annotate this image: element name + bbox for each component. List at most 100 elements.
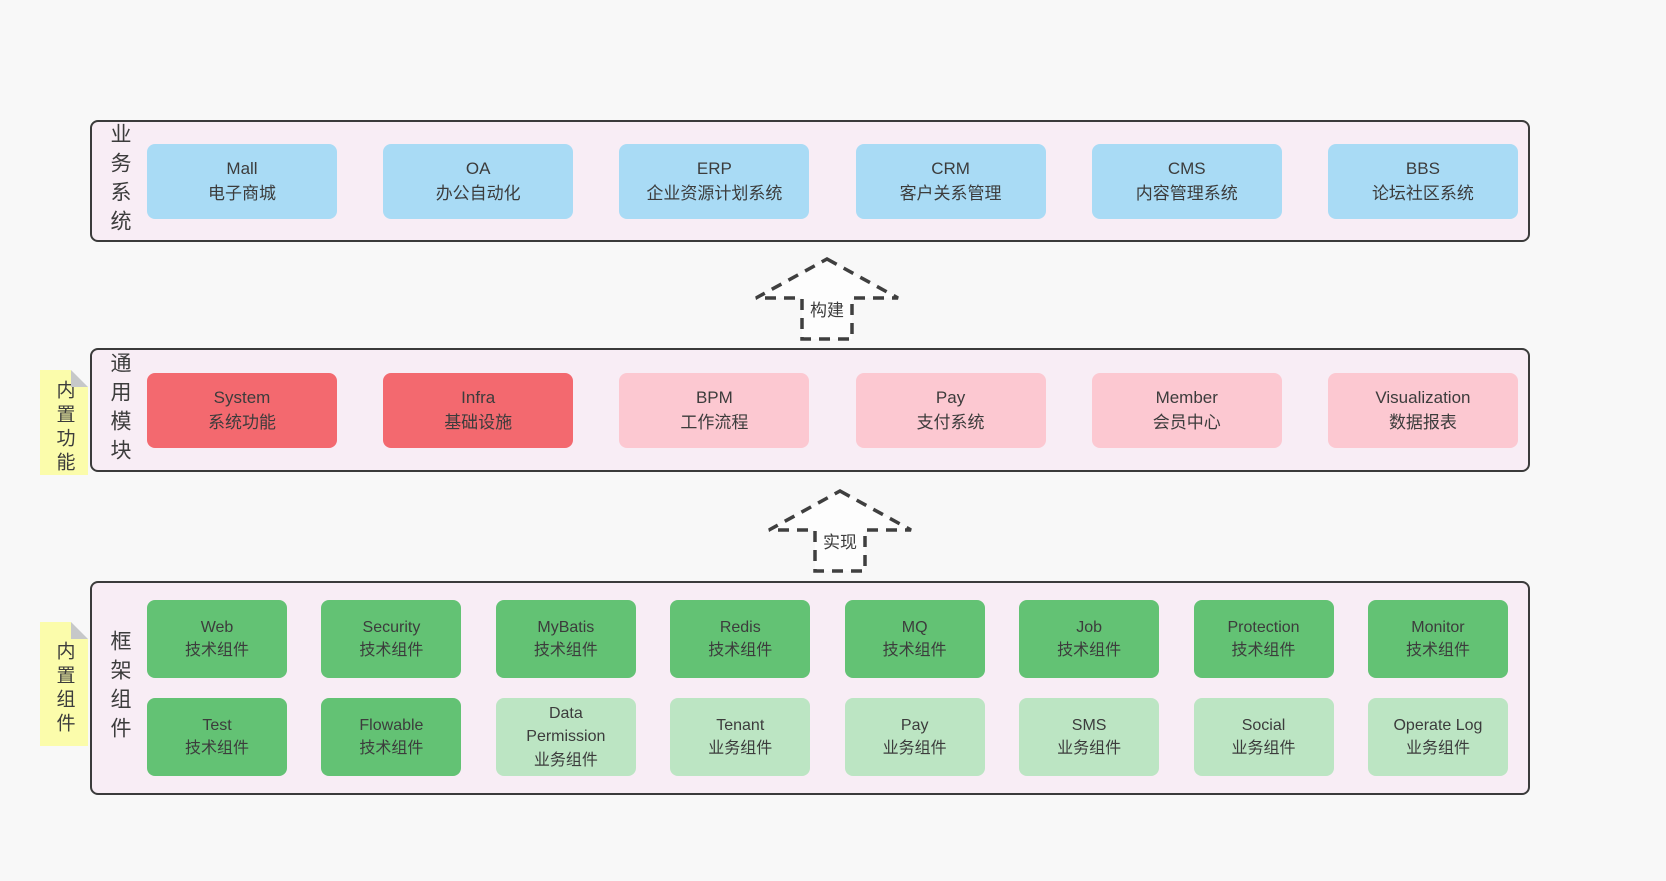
box-member: Member 会员中心 xyxy=(1091,372,1282,448)
box-crm-name: CRM xyxy=(931,158,970,178)
box-flowable-name: Flowable xyxy=(359,716,424,734)
box-oa-desc: 办公自动化 xyxy=(435,184,521,203)
box-data-permission: Data Permission 业务组件 xyxy=(495,698,636,776)
box-bpm: BPM 工作流程 xyxy=(619,372,810,448)
box-visualization: Visualization 数据报表 xyxy=(1327,372,1518,448)
box-tenant: Tenant 业务组件 xyxy=(670,698,811,776)
box-flowable: Flowable 技术组件 xyxy=(321,698,462,776)
box-protection-desc: 技术组件 xyxy=(1231,642,1296,659)
box-test: Test 技术组件 xyxy=(147,698,287,776)
layer-business-label: 业务系统 xyxy=(108,123,131,239)
box-bbs-name: BBS xyxy=(1405,158,1440,178)
modules-boxes-row: System 系统功能 Infra 基础设施 BPM 工作流程 Pay 支付系统… xyxy=(147,350,1518,470)
box-protection: Protection 技术组件 xyxy=(1193,600,1334,678)
box-job-desc: 技术组件 xyxy=(1057,642,1122,659)
box-pay-module: Pay 支付系统 xyxy=(855,372,1046,448)
box-job-name: Job xyxy=(1076,618,1102,636)
box-system-name: System xyxy=(213,387,271,407)
box-monitor-name: Monitor xyxy=(1411,618,1465,636)
box-erp: ERP 企业资源计划系统 xyxy=(619,143,810,219)
business-boxes-row: Mall 电子商城 OA 办公自动化 ERP 企业资源计划系统 CRM 客户关系… xyxy=(147,122,1518,240)
box-security: Security 技术组件 xyxy=(321,600,462,678)
box-member-desc: 会员中心 xyxy=(1152,413,1221,432)
box-sms-name: SMS xyxy=(1071,716,1107,734)
sticky-note-built-in-components: 内置组件 xyxy=(40,622,88,746)
box-operate-log: Operate Log 业务组件 xyxy=(1367,698,1508,776)
box-web: Web 技术组件 xyxy=(147,600,287,678)
box-member-name: Member xyxy=(1155,387,1218,407)
box-job: Job 技术组件 xyxy=(1019,600,1160,678)
box-social: Social 业务组件 xyxy=(1193,698,1334,776)
box-system: System 系统功能 xyxy=(147,372,337,448)
box-mall-desc: 电子商城 xyxy=(208,184,276,203)
box-mq: MQ 技术组件 xyxy=(844,600,985,678)
box-erp-name: ERP xyxy=(696,158,732,178)
box-redis: Redis 技术组件 xyxy=(670,600,811,678)
layer-components-label: 框架组件 xyxy=(108,630,131,746)
box-bpm-name: BPM xyxy=(695,387,733,407)
arrow-implement-up: 实现 xyxy=(765,488,915,574)
box-sms: SMS 业务组件 xyxy=(1019,698,1160,776)
box-operate-log-name: Operate Log xyxy=(1393,716,1483,734)
sticky-note-built-in-features: 内置功能 xyxy=(40,370,88,476)
box-pay-component: Pay 业务组件 xyxy=(844,698,985,776)
box-test-name: Test xyxy=(202,716,232,734)
box-operate-log-desc: 业务组件 xyxy=(1405,740,1470,757)
box-security-desc: 技术组件 xyxy=(359,642,424,659)
arrow-build-up: 构建 xyxy=(752,256,902,342)
box-tenant-name: Tenant xyxy=(716,716,765,734)
folded-corner-icon xyxy=(71,370,88,387)
box-pay-module-name: Pay xyxy=(935,387,966,407)
box-security-name: Security xyxy=(362,618,421,636)
box-visualization-name: Visualization xyxy=(1375,387,1471,407)
box-visualization-desc: 数据报表 xyxy=(1388,413,1457,432)
box-bpm-desc: 工作流程 xyxy=(680,413,749,432)
box-cms-name: CMS xyxy=(1167,158,1206,178)
components-rows: Web 技术组件 Security 技术组件 MyBatis 技术组件 Redi… xyxy=(147,600,1508,776)
box-mybatis-desc: 技术组件 xyxy=(533,642,598,659)
box-infra-desc: 基础设施 xyxy=(444,413,513,432)
box-bbs-desc: 论坛社区系统 xyxy=(1371,184,1474,203)
arrow-build-label: 构建 xyxy=(807,296,847,321)
box-test-desc: 技术组件 xyxy=(184,740,249,757)
components-row-2: Test 技术组件 Flowable 技术组件 Data Permission … xyxy=(147,698,1508,776)
box-web-desc: 技术组件 xyxy=(184,642,249,659)
layer-common-modules: 通用模块 System 系统功能 Infra 基础设施 BPM 工作流程 Pay… xyxy=(90,348,1530,472)
box-mq-desc: 技术组件 xyxy=(882,642,947,659)
layer-modules-label: 通用模块 xyxy=(108,352,131,468)
box-oa-name: OA xyxy=(465,158,491,178)
box-mybatis-name: MyBatis xyxy=(537,618,595,636)
box-erp-desc: 企业资源计划系统 xyxy=(646,184,783,203)
box-redis-name: Redis xyxy=(719,618,761,636)
box-social-name: Social xyxy=(1241,716,1286,734)
box-oa: OA 办公自动化 xyxy=(383,143,574,219)
box-monitor-desc: 技术组件 xyxy=(1405,642,1470,659)
box-infra: Infra 基础设施 xyxy=(383,372,574,448)
box-mybatis: MyBatis 技术组件 xyxy=(495,600,636,678)
box-monitor: Monitor 技术组件 xyxy=(1367,600,1508,678)
layer-framework-components: 框架组件 Web 技术组件 Security 技术组件 MyBatis 技术组件… xyxy=(90,581,1530,795)
box-crm-desc: 客户关系管理 xyxy=(899,184,1002,203)
box-protection-name: Protection xyxy=(1227,618,1300,636)
box-mq-name: MQ xyxy=(901,618,928,636)
box-infra-name: Infra xyxy=(461,387,496,407)
folded-corner-icon xyxy=(71,622,88,639)
box-crm: CRM 客户关系管理 xyxy=(855,143,1046,219)
arrow-implement-label: 实现 xyxy=(820,528,860,553)
box-mall: Mall 电子商城 xyxy=(147,143,337,219)
box-web-name: Web xyxy=(200,618,234,636)
box-data-permission-name: Data Permission xyxy=(526,705,606,746)
box-cms: CMS 内容管理系统 xyxy=(1091,143,1282,219)
box-system-desc: 系统功能 xyxy=(208,413,276,432)
box-mall-name: Mall xyxy=(226,158,258,178)
box-pay-module-desc: 支付系统 xyxy=(916,413,985,432)
box-cms-desc: 内容管理系统 xyxy=(1135,184,1238,203)
box-bbs: BBS 论坛社区系统 xyxy=(1327,143,1518,219)
layer-business-systems: 业务系统 Mall 电子商城 OA 办公自动化 ERP 企业资源计划系统 CRM… xyxy=(90,120,1530,242)
box-tenant-desc: 业务组件 xyxy=(708,740,773,757)
note-built-in-features-text: 内置功能 xyxy=(53,379,75,476)
box-pay-component-name: Pay xyxy=(900,716,929,734)
note-built-in-components-text: 内置组件 xyxy=(53,641,75,737)
box-data-permission-desc: 业务组件 xyxy=(533,751,598,769)
components-row-1: Web 技术组件 Security 技术组件 MyBatis 技术组件 Redi… xyxy=(147,600,1508,678)
